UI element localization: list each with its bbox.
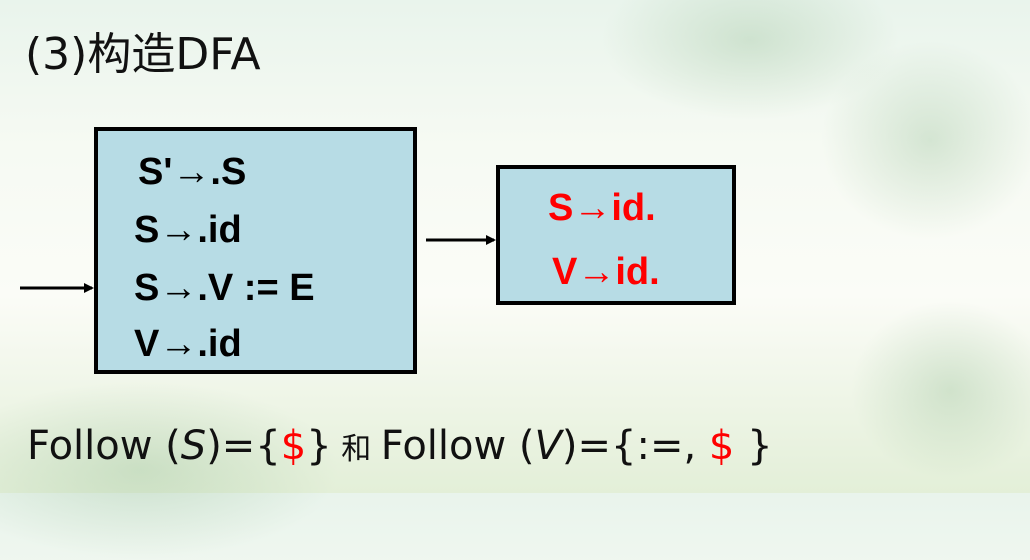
follow-s-dollar: $ <box>280 423 307 469</box>
item-s-id-complete: S→id. <box>548 187 656 229</box>
state-0-box: S'→.S S→.id S→.V := E V→.id <box>94 127 417 374</box>
state-1-box: S→id. V→id. <box>496 165 736 305</box>
follow-v-prefix: Follow ( <box>380 423 535 469</box>
item-s-id: S→.id <box>134 209 242 251</box>
follow-sets: Follow (S)={$} 和 Follow (V)={:=, $ } <box>27 423 773 469</box>
follow-v-dollar: $ <box>708 423 735 469</box>
item-s-prime: S'→.S <box>138 151 247 193</box>
item-v-id-complete: V→id. <box>552 251 660 293</box>
slide-title: (3)构造DFA <box>25 29 261 80</box>
follow-s-prefix: Follow ( <box>27 423 181 469</box>
follow-v-close: } <box>734 423 773 469</box>
follow-v-symbol: V <box>534 423 562 469</box>
transition-arrows <box>20 235 496 293</box>
item-s-v-assign: S→.V := E <box>134 267 315 309</box>
item-v-id: V→.id <box>134 323 242 365</box>
follow-s-symbol: S <box>180 423 207 469</box>
follow-v-open: )={:=, <box>561 423 709 469</box>
and-label: 和 <box>331 432 381 467</box>
follow-s-open: )={ <box>206 423 281 469</box>
follow-s-close: } <box>306 423 332 469</box>
